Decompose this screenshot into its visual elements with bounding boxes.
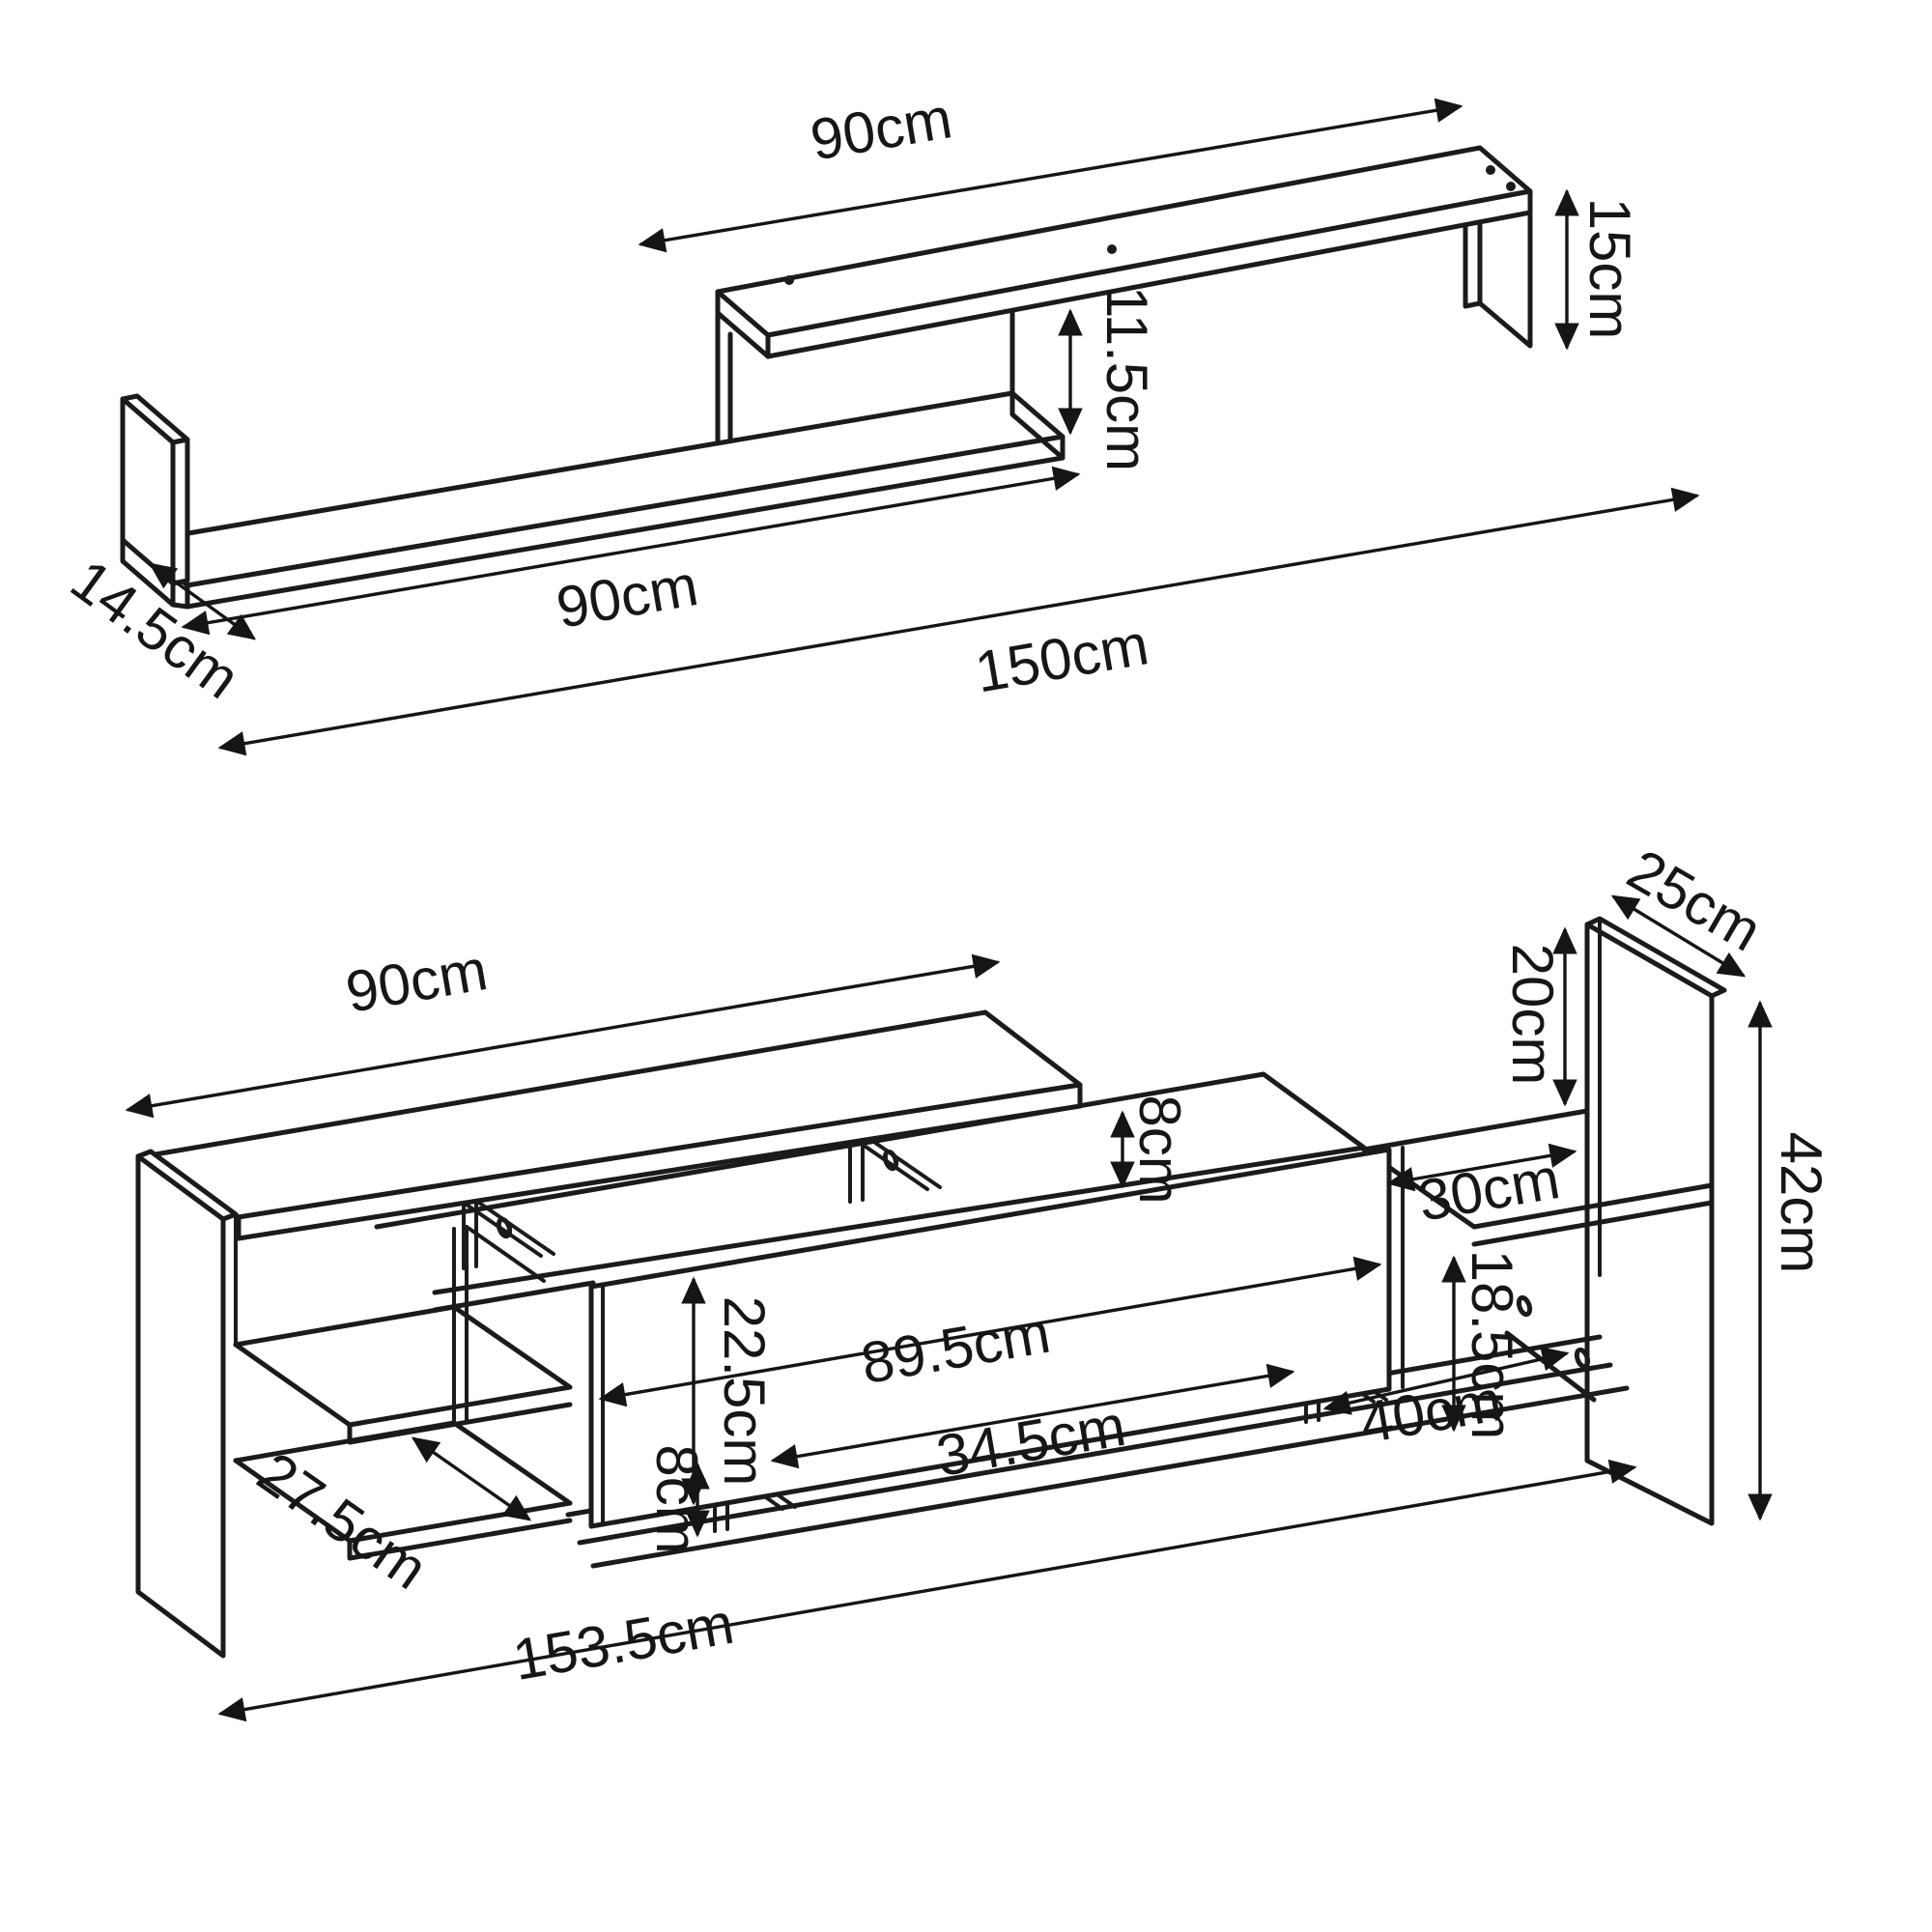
dim-label: 20cm: [1500, 944, 1565, 1086]
shelf-divider: [848, 1132, 942, 1204]
dim-bottom-step-height: 8cm: [644, 1444, 710, 1554]
dim-end-panel-height: 15cm: [1554, 188, 1642, 351]
dim-shelf-gap-height: 11.5cm: [1058, 286, 1159, 471]
dim-left-shelf-depth: 27.5cm: [246, 1436, 532, 1602]
dim-drawer-height: 22.5cm: [681, 1276, 777, 1506]
left-side-panel: [135, 1149, 239, 1659]
connector-panel: [715, 310, 733, 453]
dim-top-step-height: 8cm: [1110, 1094, 1192, 1205]
dim-label: 30cm: [1413, 1146, 1564, 1234]
dim-label: 11.5cm: [1094, 286, 1159, 471]
dim-right-shelf-length: 30cm: [1386, 1143, 1577, 1234]
dim-label: 15cm: [1577, 198, 1642, 340]
dim-label: 150cm: [971, 611, 1153, 704]
dim-overall-height: 42cm: [1747, 1000, 1833, 1521]
dim-right-top-gap: 20cm: [1500, 926, 1577, 1107]
dim-label: 22.5cm: [712, 1296, 777, 1487]
tv-stand-drawing: 90cm 8cm 25cm 20cm 30cm 42cm 89.5cm 22.: [125, 837, 1833, 1722]
dim-label: 90cm: [806, 85, 956, 172]
dim-label: 8cm: [644, 1444, 709, 1553]
wall-shelf-drawing: 90cm 15cm 11.5cm 90cm 14.5cm 150cm: [59, 85, 1700, 756]
dim-label: 8cm: [1127, 1094, 1192, 1204]
mid-shelf: [233, 1304, 573, 1445]
compartment-divider: [452, 1225, 546, 1425]
dim-label: 153.5cm: [508, 1591, 738, 1692]
dim-overall-length-bottom-drawing: 153.5cm: [217, 1459, 1637, 1722]
dim-label: 90cm: [552, 553, 702, 640]
dim-label: 90cm: [341, 937, 492, 1025]
dim-label: 42cm: [1769, 1132, 1833, 1274]
dim-label: 27.5cm: [246, 1439, 440, 1602]
upper-shelf-band: [374, 1071, 1367, 1313]
top-panel: [147, 1009, 1083, 1241]
